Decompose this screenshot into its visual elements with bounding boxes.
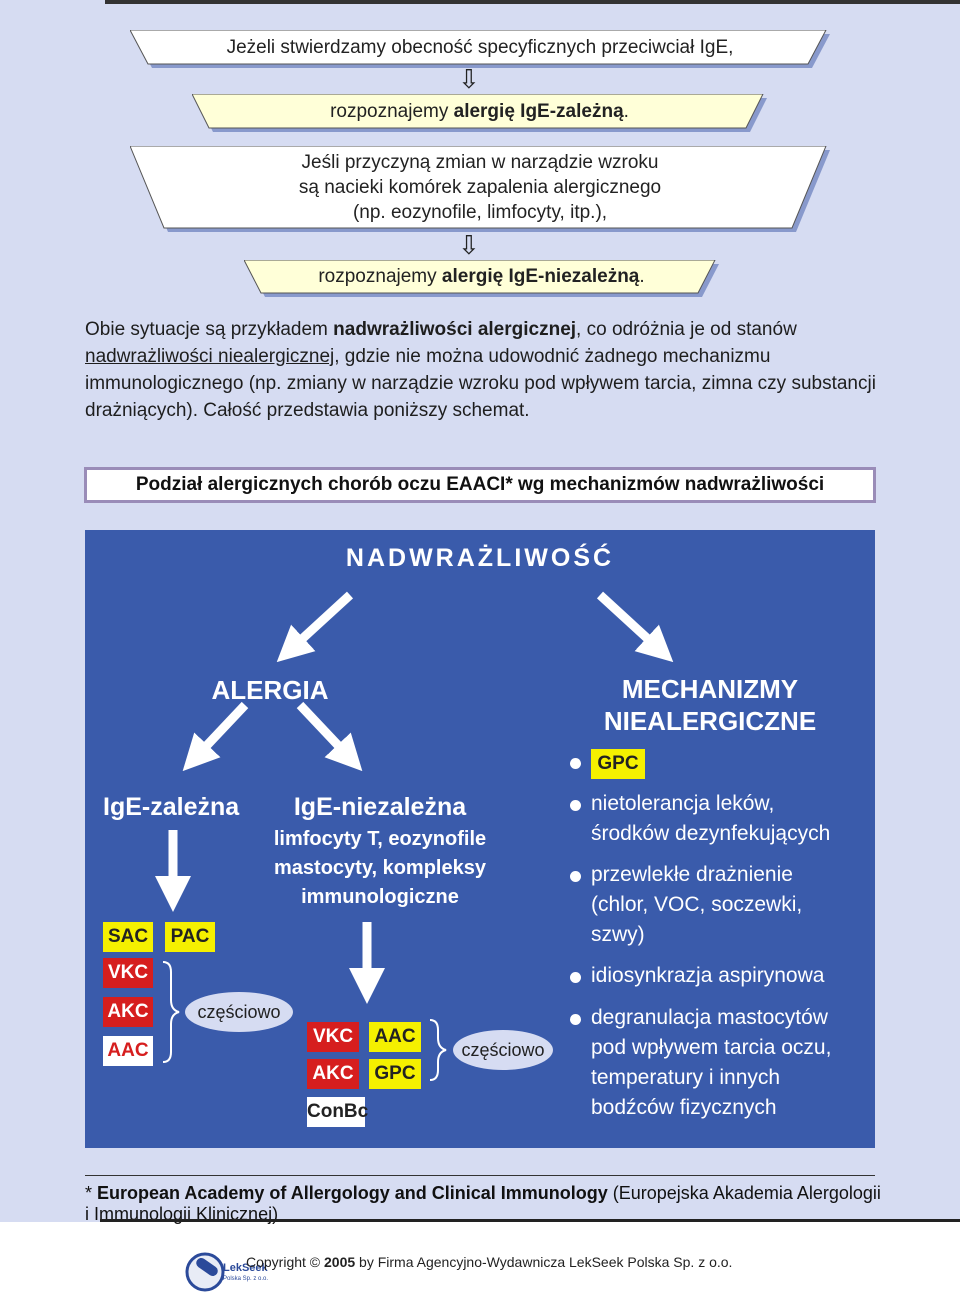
cells-line-1: limfocyty T, eozynofile [273, 828, 487, 850]
banner-shape [130, 146, 830, 232]
node-ige-independent: IgE-niezależna [293, 793, 467, 821]
cells-line-2: mastocyty, kompleksy [274, 857, 486, 879]
banner-2-text: rozpoznajemy alergię IgE-zależną. [330, 101, 629, 122]
banner-ige-dependent: rozpoznajemy alergię IgE-zależną. [192, 94, 767, 134]
arrow-to-allergy [276, 591, 354, 663]
bullet-icon [570, 758, 581, 769]
lekseek-logo-icon [185, 1252, 225, 1292]
banner-shape [244, 260, 719, 297]
bullet-icon [570, 871, 581, 882]
banner-shape [130, 30, 830, 68]
node-nonallergic-line-2: NIEALERGICZNE [603, 706, 817, 736]
bullet-item-1-line-1: nietolerancja leków, [591, 792, 775, 815]
down-arrow-icon: ⇩ [458, 64, 480, 94]
bottom-rule [100, 1219, 960, 1222]
chip-gpc-mid: GPC [369, 1059, 421, 1089]
intro-paragraph: Obie sytuacje są przykładem nadwrażliwoś… [85, 319, 876, 421]
banner-shape [192, 94, 767, 132]
bullet-item-3-line-1: idiosynkrazja aspirynowa [591, 964, 825, 987]
chip-akc-mid: AKC [307, 1059, 359, 1089]
bullet-item-2-line-3: szwy) [591, 923, 645, 946]
banner-3-line-1: Jeśli przyczyną zmian w narządzie wzroku [301, 152, 659, 173]
node-allergy: ALERGIA [211, 675, 329, 705]
node-hypersensitivity: NADWRAŻLIWOŚĆ [345, 544, 615, 572]
arrow-to-nonallergic [596, 591, 674, 663]
chip-aac: AAC [103, 1036, 153, 1066]
banner-3-line-2: są nacieki komórek zapalenia alergiczneg… [298, 177, 662, 198]
lekseek-logo: LekSeek Polska Sp. z o.o. [185, 1248, 268, 1296]
banner-infiltrates: Jeśli przyczyną zmian w narządzie wzroku… [130, 146, 830, 234]
diagram-title-box: Podział alergicznych chorób oczu EAACI* … [84, 467, 876, 503]
chip-conbc: ConBc [307, 1097, 368, 1127]
arrow-to-ige-independent [296, 701, 363, 772]
bullet-icon [570, 1014, 581, 1025]
chip-aac-mid: AAC [369, 1022, 421, 1052]
partially-oval-mid: częściowo [453, 1030, 553, 1070]
bullet-item-1: nietolerancja leków, środków dezynfekują… [591, 789, 830, 849]
diagram-panel: NADWRAŻLIWOŚĆ ALERGIA MECHANIZMY NIEALER… [85, 530, 875, 1148]
node-ige-dependent: IgE-zależna [103, 793, 240, 821]
bullet-item-4-line-4: bodźców fizycznych [591, 1096, 777, 1119]
cells-line-3: immunologiczne [301, 886, 459, 908]
bullet-item-4-line-3: temperatury i innych [591, 1066, 781, 1089]
node-nonallergic-line-1: MECHANIZMY [621, 674, 799, 704]
bullet-icon [570, 800, 581, 811]
bullet-item-2: przewlekłe drażnienie (chlor, VOC, socze… [591, 860, 802, 950]
bullet-icon [570, 972, 581, 983]
top-rule [105, 0, 960, 4]
bullet-item-2-line-1: przewlekłe drażnienie [591, 863, 793, 886]
diagram-arrows [155, 591, 674, 1081]
chip-vkc-mid: VKC [307, 1022, 359, 1052]
brace-left [162, 961, 180, 1063]
chip-gpc-right: GPC [591, 749, 645, 779]
bullet-item-2-line-2: (chlor, VOC, soczewki, [591, 893, 803, 916]
banner-4-text: rozpoznajemy alergię IgE-niezależną. [318, 266, 645, 287]
bullet-item-1-line-2: środków dezynfekujących [591, 822, 831, 845]
ige-independent-cells: limfocyty T, eozynofile mastocyty, kompl… [265, 825, 495, 912]
logo-sub: Polska Sp. z o.o. [223, 1276, 269, 1282]
bullet-item-3: idiosynkrazja aspirynowa [591, 961, 824, 991]
banner-ige-presence: Jeżeli stwierdzamy obecność specyficznyc… [130, 30, 830, 72]
logo-name: LekSeek [223, 1262, 268, 1274]
bullet-item-4-line-2: pod wpływem tarcia oczu, [591, 1036, 832, 1059]
partially-oval-left: częściowo [185, 992, 293, 1032]
down-arrow-icon: ⇩ [458, 230, 480, 260]
copyright: Copyright © 2005 by Firma Agencyjno-Wyda… [246, 1254, 733, 1270]
brace-mid [429, 1019, 447, 1081]
bullet-item-4: degranulacja mastocytów pod wpływem tarc… [591, 1003, 831, 1123]
node-nonallergic: MECHANIZMY NIEALERGICZNE [565, 673, 855, 737]
banner-ige-independent: rozpoznajemy alergię IgE-niezależną. [244, 260, 719, 298]
chip-pac: PAC [165, 922, 215, 952]
arrow-to-ige-dependent [182, 701, 249, 772]
banner-1-text: Jeżeli stwierdzamy obecność specyficznyc… [226, 37, 734, 58]
chip-vkc: VKC [103, 958, 153, 988]
footnote-rule [85, 1175, 875, 1176]
chip-sac: SAC [103, 922, 153, 952]
bullet-item-4-line-1: degranulacja mastocytów [591, 1006, 828, 1029]
chip-akc: AKC [103, 997, 153, 1027]
banner-3-line-3: (np. eozynofile, limfocyty, itp.), [352, 202, 608, 223]
diagram-title: Podział alergicznych chorób oczu EAACI* … [135, 474, 825, 495]
